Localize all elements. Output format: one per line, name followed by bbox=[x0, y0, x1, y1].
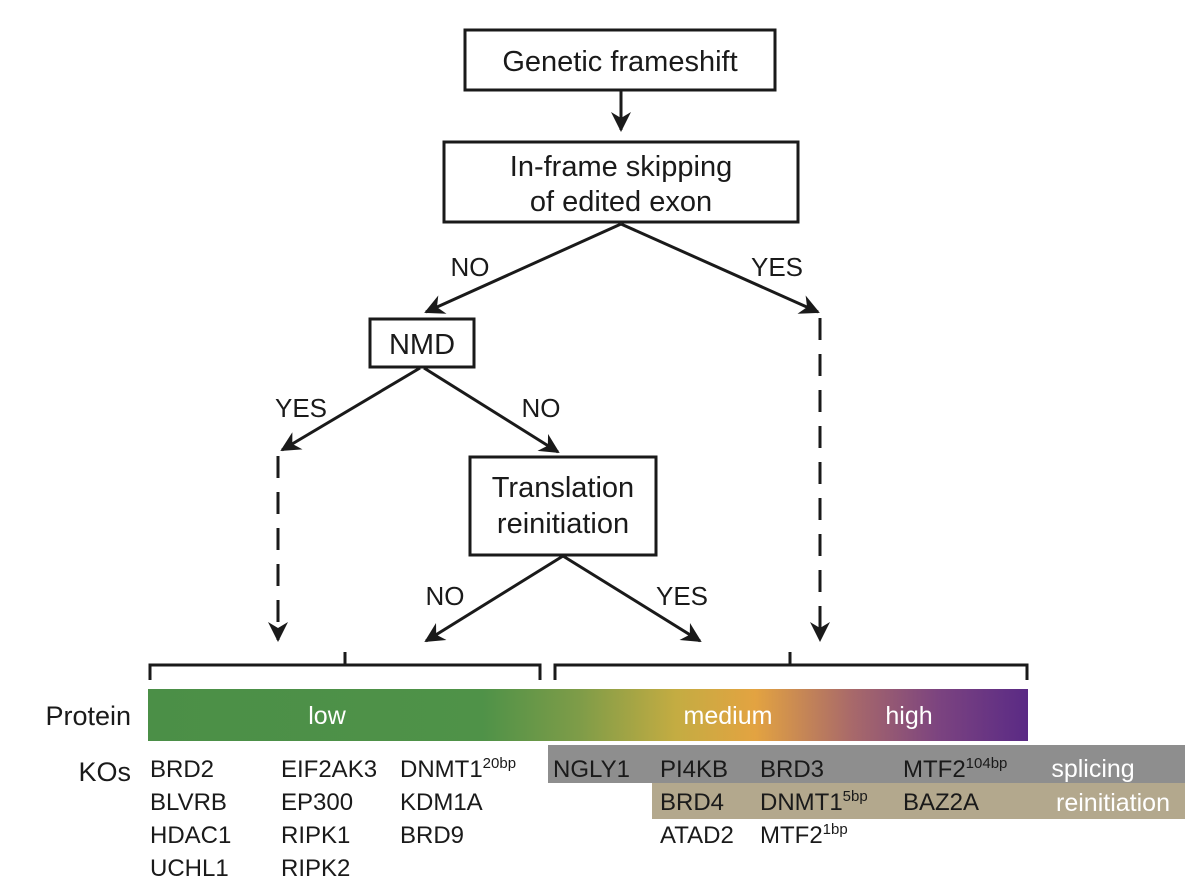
label-reinit-no: NO bbox=[426, 581, 465, 611]
ko-gene-name: DNMT1 bbox=[400, 756, 483, 783]
ko-gene: MTF2104bp bbox=[903, 755, 1007, 783]
ko-gene: BRD2 bbox=[150, 756, 214, 783]
ko-gene-superscript: 20bp bbox=[483, 755, 516, 772]
ko-gene: EP300 bbox=[281, 789, 353, 816]
ko-gene: HDAC1 bbox=[150, 822, 231, 849]
ko-reinitiation-row: BRD4 DNMT15bp BAZ2A bbox=[660, 788, 979, 816]
ko-gene: BRD4 bbox=[660, 789, 724, 816]
node-inframe-skipping: In-frame skipping of edited exon bbox=[442, 140, 800, 224]
ko-plain-row: ATAD2 MTF21bp bbox=[660, 821, 848, 849]
ko-gene: DNMT120bp bbox=[400, 755, 516, 783]
ko-gene: RIPK1 bbox=[281, 822, 350, 849]
ko-gene: RIPK2 bbox=[281, 855, 350, 882]
brace-right bbox=[553, 652, 1029, 680]
protein-level-medium: medium bbox=[684, 702, 773, 730]
kos-row-label: KOs bbox=[78, 757, 131, 787]
arrow-skipping-yes bbox=[620, 222, 820, 314]
arrow-nmd-yes bbox=[280, 366, 421, 452]
arrow-reinit-yes bbox=[562, 554, 702, 643]
node-translation-reinitiation-line2: reinitiation bbox=[497, 508, 629, 540]
node-inframe-skipping-line2: of edited exon bbox=[530, 186, 712, 218]
ko-gene: PI4KB bbox=[660, 756, 728, 783]
label-reinit-yes: YES bbox=[656, 581, 708, 611]
ko-column-1: BRD2 BLVRB HDAC1 UCHL1 bbox=[150, 756, 231, 882]
label-skipping-yes: YES bbox=[751, 252, 803, 282]
splicing-band-label: splicing bbox=[1051, 755, 1134, 783]
arrow-reinit-no bbox=[424, 554, 564, 643]
ko-gene: NGLY1 bbox=[553, 756, 630, 783]
reinitiation-band-label: reinitiation bbox=[1056, 789, 1170, 817]
reinitiation-band bbox=[652, 783, 1185, 819]
ko-gene: ATAD2 bbox=[660, 822, 734, 849]
protein-level-low: low bbox=[308, 702, 346, 730]
ko-gene: UCHL1 bbox=[150, 855, 229, 882]
ko-gene: BAZ2A bbox=[903, 789, 979, 816]
protein-row-label: Protein bbox=[45, 701, 131, 731]
ko-gene-name: MTF2 bbox=[903, 756, 966, 783]
node-nmd-label: NMD bbox=[389, 329, 455, 361]
ko-gene-superscript: 1bp bbox=[823, 821, 848, 838]
ko-gene: MTF21bp bbox=[760, 821, 848, 849]
ko-gene: BRD9 bbox=[400, 822, 464, 849]
protein-level-gradient-bar bbox=[148, 689, 1028, 741]
ko-gene-name: MTF2 bbox=[760, 822, 823, 849]
arrow-nmd-no bbox=[423, 366, 560, 454]
node-translation-reinitiation-line1: Translation bbox=[492, 472, 634, 504]
ko-gene: KDM1A bbox=[400, 789, 483, 816]
ko-gene: BRD3 bbox=[760, 756, 824, 783]
arrow-skipping-no bbox=[424, 222, 622, 314]
ko-gene-superscript: 104bp bbox=[966, 755, 1008, 772]
ko-column-2: EIF2AK3 EP300 RIPK1 RIPK2 bbox=[281, 756, 377, 882]
ko-gene: DNMT15bp bbox=[760, 788, 868, 816]
ko-gene-superscript: 5bp bbox=[843, 788, 868, 805]
brace-left bbox=[148, 652, 542, 680]
ko-splicing-row: NGLY1 PI4KB BRD3 MTF2104bp bbox=[553, 755, 1007, 783]
node-inframe-skipping-line1: In-frame skipping bbox=[510, 151, 732, 183]
ko-column-3: DNMT120bp KDM1A BRD9 bbox=[400, 755, 516, 849]
label-nmd-no: NO bbox=[522, 393, 561, 423]
protein-level-high: high bbox=[885, 702, 932, 730]
ko-gene-name: DNMT1 bbox=[760, 789, 843, 816]
splicing-band bbox=[548, 745, 1185, 783]
label-nmd-yes: YES bbox=[275, 393, 327, 423]
ko-gene: EIF2AK3 bbox=[281, 756, 377, 783]
node-nmd: NMD bbox=[368, 317, 476, 369]
node-genetic-frameshift-label: Genetic frameshift bbox=[502, 46, 737, 78]
node-translation-reinitiation: Translation reinitiation bbox=[468, 455, 658, 557]
ko-gene: BLVRB bbox=[150, 789, 227, 816]
label-skipping-no: NO bbox=[451, 252, 490, 282]
node-genetic-frameshift: Genetic frameshift bbox=[463, 28, 777, 92]
